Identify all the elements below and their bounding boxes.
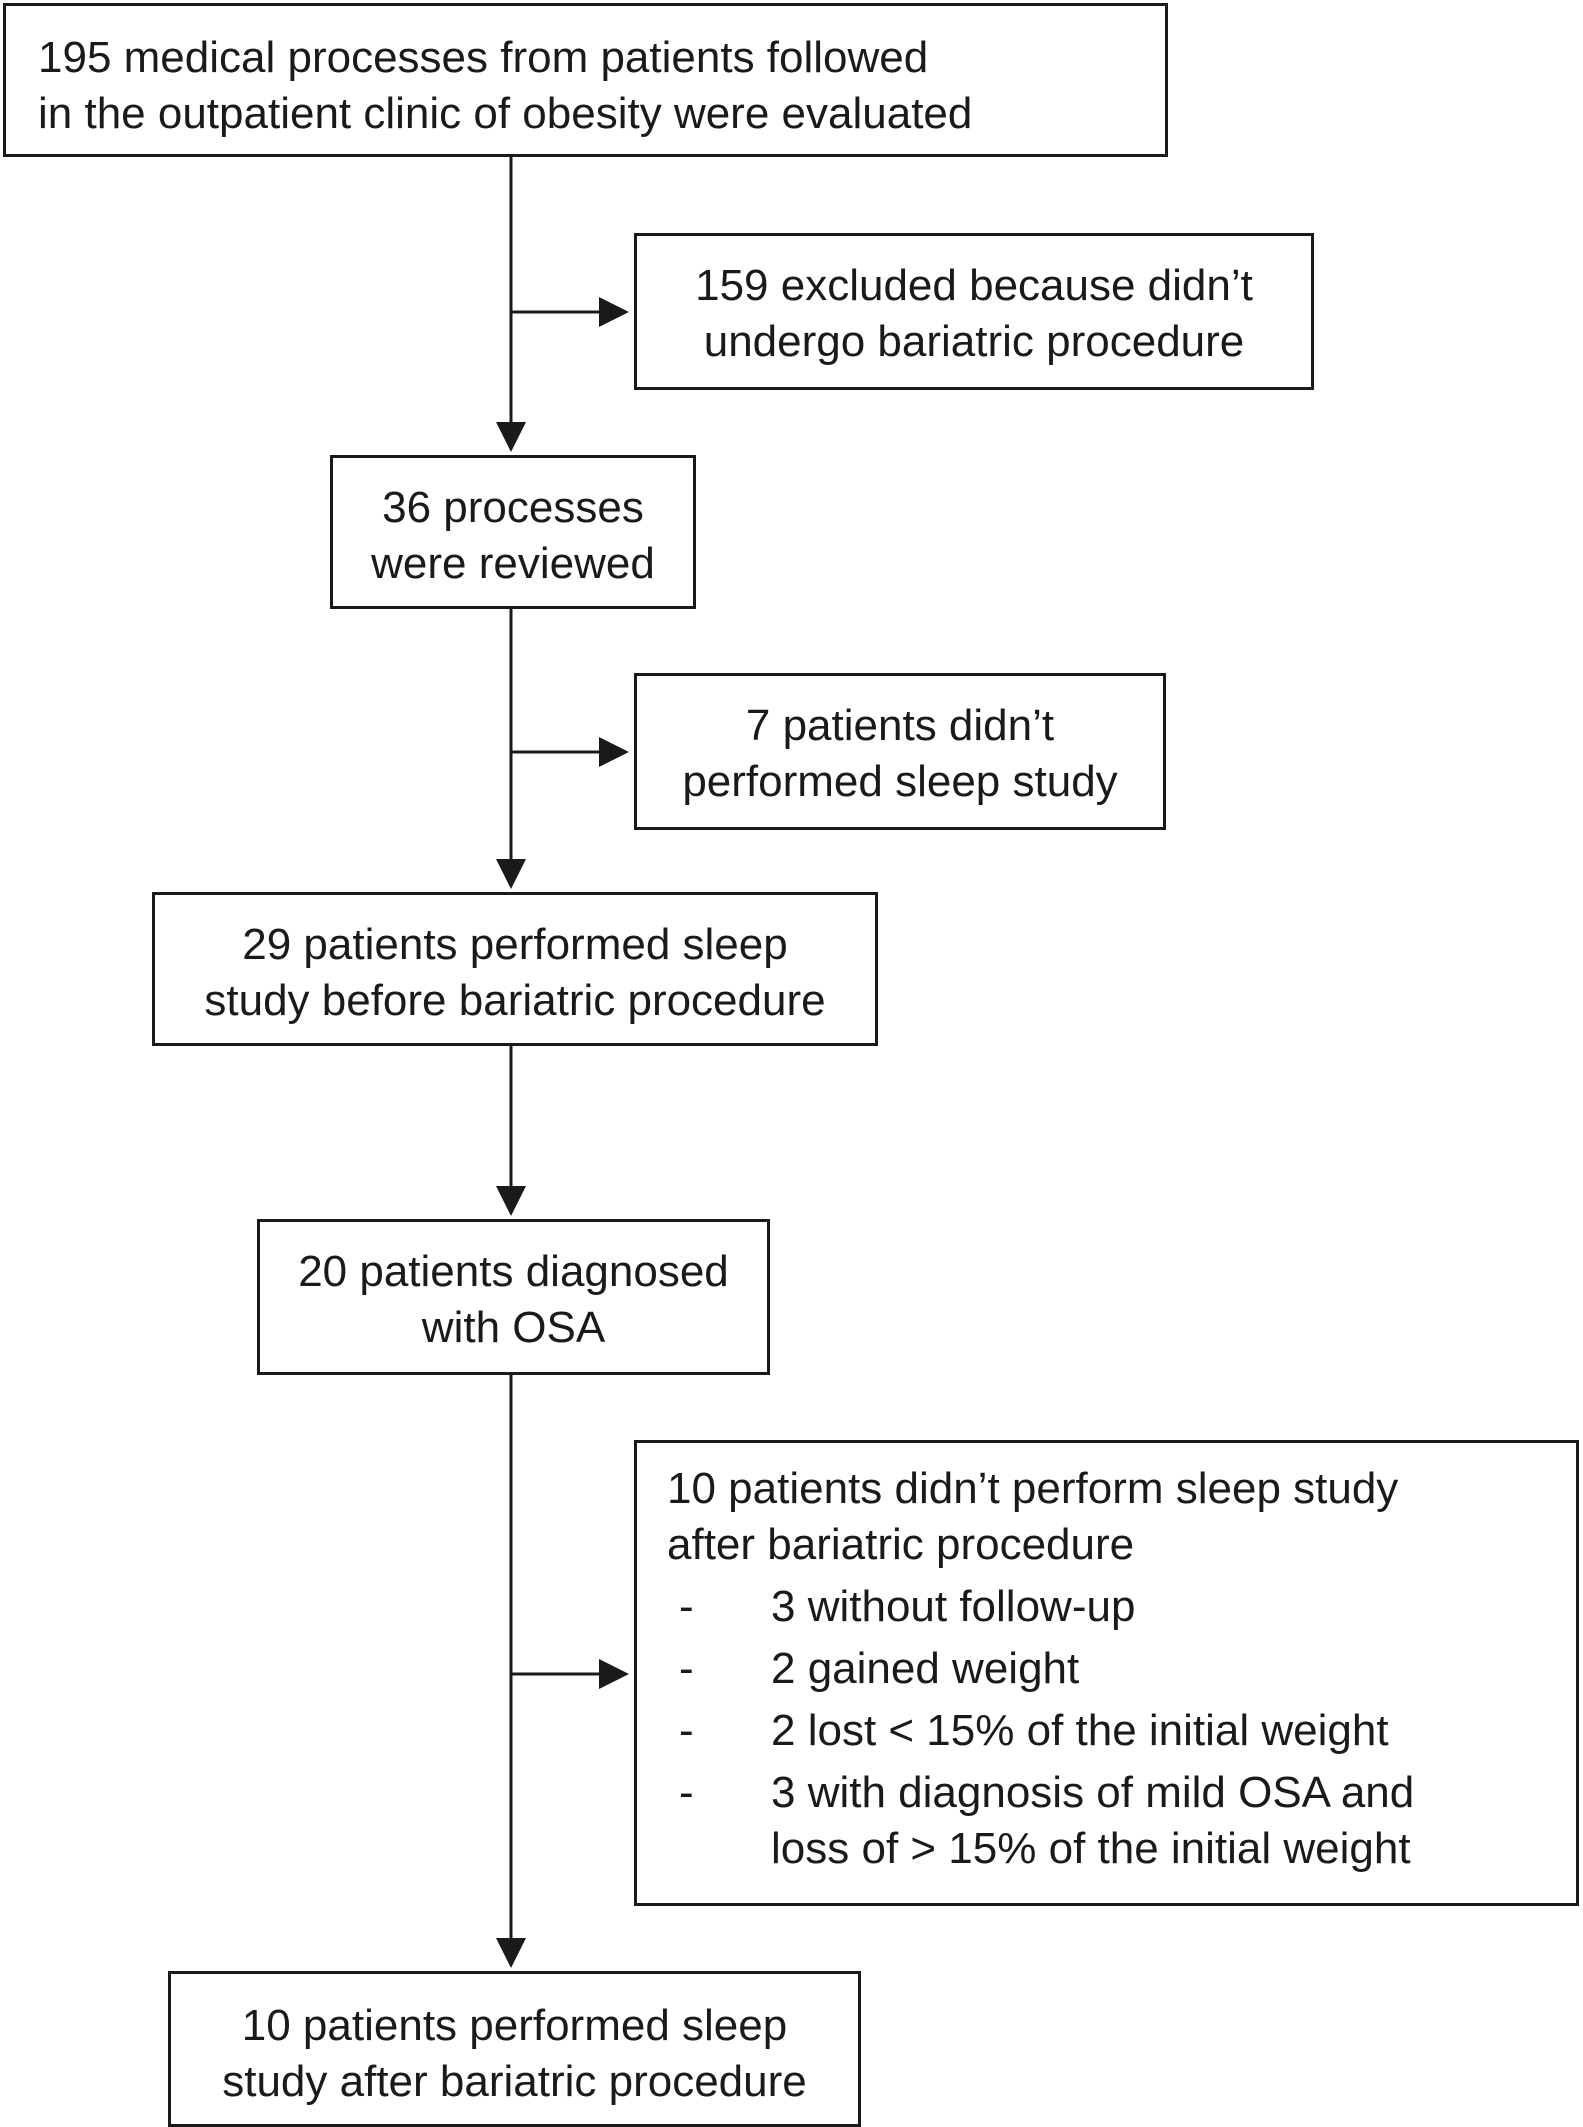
box-5-line-2: study before bariatric procedure (204, 976, 826, 1025)
box-diagnosed-osa: 20 patients diagnosed with OSA (257, 1219, 770, 1375)
box-no-sleep-study: 7 patients didn’t performed sleep study (634, 673, 1166, 830)
box-8-line-1: 10 patients performed sleep (241, 2001, 788, 2050)
box-7-line-2: after bariatric procedure (667, 1520, 1135, 1569)
box-6-line-1: 20 patients diagnosed (298, 1247, 729, 1296)
list-item: - 3 without follow-up (667, 1579, 1576, 1635)
box-1-line-1: 195 medical processes from patients foll… (38, 33, 929, 82)
bullet-dash: - (679, 1582, 694, 1631)
bullet-dash: - (679, 1768, 694, 1817)
list-item-text: 3 without follow-up (771, 1582, 1136, 1631)
box-medical-processes-evaluated: 195 medical processes from patients foll… (3, 3, 1168, 157)
box-3-line-1: 36 processes (382, 483, 644, 532)
list-item: - 3 with diagnosis of mild OSA and (667, 1765, 1576, 1821)
box-3-line-2: were reviewed (371, 539, 655, 588)
box-6-line-2: with OSA (421, 1303, 606, 1352)
box-7-line-1: 10 patients didn’t perform sleep study (667, 1464, 1399, 1513)
list-item-continuation: loss of > 15% of the initial weight (771, 1824, 1411, 1873)
list-item: - 2 gained weight (667, 1641, 1576, 1697)
box-8-line-2: study after bariatric procedure (222, 2057, 807, 2106)
bullet-dash: - (679, 1644, 694, 1693)
box-excluded-no-bariatric: 159 excluded because didn’t undergo bari… (634, 233, 1314, 390)
box-sleep-study-before: 29 patients performed sleep study before… (152, 892, 878, 1046)
list-item-text: 2 lost < 15% of the initial weight (771, 1706, 1389, 1755)
list-item-text: 3 with diagnosis of mild OSA and (771, 1768, 1415, 1817)
box-1-line-2: in the outpatient clinic of obesity were… (38, 89, 973, 138)
box-4-line-2: performed sleep study (682, 757, 1118, 806)
box-5-line-1: 29 patients performed sleep (242, 920, 788, 969)
box-processes-reviewed: 36 processes were reviewed (330, 455, 696, 609)
list-item-text: 2 gained weight (771, 1644, 1080, 1693)
list-item: - 2 lost < 15% of the initial weight (667, 1703, 1576, 1759)
bullet-dash: - (679, 1706, 694, 1755)
box-no-sleep-study-after: 10 patients didn’t perform sleep study a… (634, 1440, 1579, 1906)
box-2-line-2: undergo bariatric procedure (703, 317, 1245, 366)
box-4-line-1: 7 patients didn’t (745, 701, 1055, 750)
box-sleep-study-after: 10 patients performed sleep study after … (168, 1971, 861, 2127)
box-2-line-1: 159 excluded because didn’t (695, 261, 1253, 310)
